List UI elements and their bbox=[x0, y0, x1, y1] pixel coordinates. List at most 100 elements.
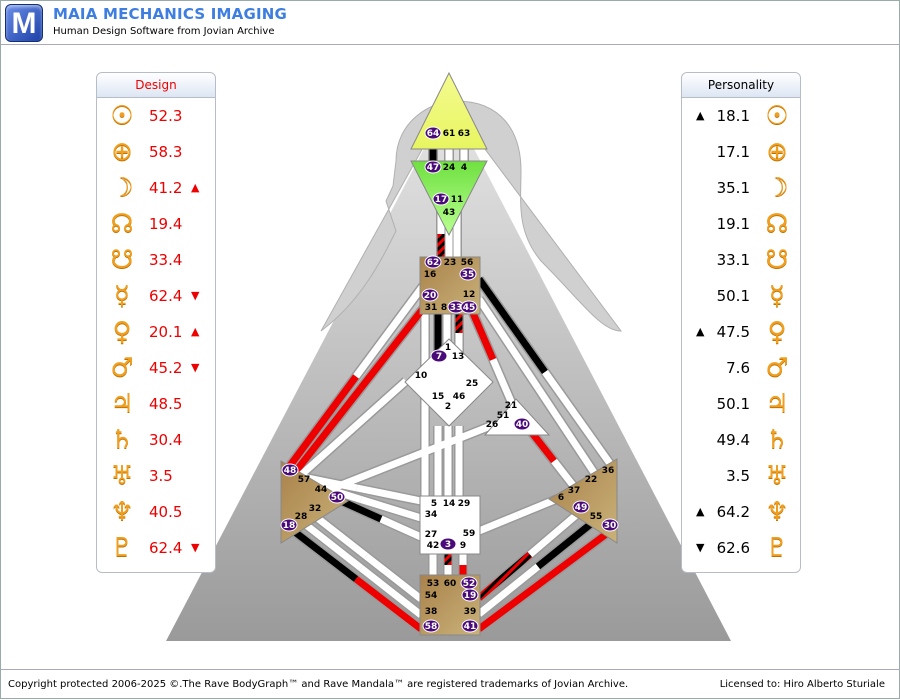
channel-half bbox=[469, 311, 497, 361]
personality-gate-line-value: 47.5 bbox=[716, 323, 750, 341]
gate-31-label: 31 bbox=[425, 303, 438, 313]
gate-45-label: 45 bbox=[463, 303, 476, 313]
gate-25-label: 25 bbox=[466, 379, 479, 389]
license-text: Licensed to: Hiro Alberto Sturiale bbox=[719, 679, 885, 690]
personality-gate-line-value: 7.6 bbox=[726, 359, 750, 377]
gate-10-label: 10 bbox=[415, 371, 428, 381]
spleen-center bbox=[280, 460, 349, 544]
channel-half bbox=[489, 358, 517, 408]
pluto-icon: ♇ bbox=[110, 533, 134, 563]
design-panel-title: Design bbox=[97, 73, 215, 98]
gate-46-label: 46 bbox=[453, 392, 466, 402]
personality-gate-line-value: 62.6 bbox=[716, 539, 750, 557]
gate-38-label: 38 bbox=[425, 607, 438, 617]
gate-activation-marker bbox=[281, 463, 299, 477]
personality-gate-line-value: 33.1 bbox=[716, 251, 750, 269]
gate-48-label: 48 bbox=[284, 466, 297, 476]
gate-20-label: 20 bbox=[424, 291, 437, 301]
personality-gate-line-value: 35.1 bbox=[716, 179, 750, 197]
sun-icon: ☉ bbox=[110, 101, 134, 131]
gate-9-label: 9 bbox=[460, 541, 466, 551]
uranus-icon: ♅ bbox=[110, 461, 134, 491]
gate-12-label: 12 bbox=[463, 290, 476, 300]
channel-half bbox=[288, 526, 359, 582]
gate-activation-marker bbox=[280, 518, 298, 532]
gate-57-label: 57 bbox=[298, 475, 311, 485]
gate-50-label: 50 bbox=[331, 493, 344, 503]
gate-3-label: 3 bbox=[445, 540, 451, 550]
channel-half bbox=[358, 565, 424, 618]
channel-half bbox=[379, 515, 423, 541]
gate-activation-marker bbox=[513, 417, 531, 431]
gate-8-label: 8 bbox=[441, 303, 447, 313]
channel-half bbox=[535, 386, 600, 479]
gate-42-label: 42 bbox=[427, 541, 440, 551]
gate-activation-marker bbox=[422, 619, 440, 633]
gate-54-label: 54 bbox=[425, 591, 438, 601]
gate-41-label: 41 bbox=[464, 622, 477, 632]
gate-1-label: 1 bbox=[445, 343, 451, 353]
gate-activation-marker bbox=[424, 126, 442, 140]
channel-half bbox=[476, 576, 549, 632]
gate-47-label: 47 bbox=[427, 163, 440, 173]
channel-half bbox=[476, 297, 541, 390]
north-node-icon: ☊ bbox=[110, 209, 134, 239]
personality-row-north-node: ☊19.1 bbox=[682, 207, 800, 241]
gate-43-label: 43 bbox=[443, 208, 456, 218]
design-row-uranus: ♅3.5 bbox=[97, 459, 215, 493]
channel-half bbox=[477, 511, 520, 535]
personality-gate-line-value: 3.5 bbox=[726, 467, 750, 485]
channel-half bbox=[363, 553, 424, 602]
gate-activation-marker bbox=[432, 192, 450, 206]
saturn-icon: ♄ bbox=[765, 425, 789, 455]
gate-49-label: 49 bbox=[575, 503, 588, 513]
mars-icon: ♂ bbox=[110, 353, 134, 383]
design-row-moon: ☽41.2▲ bbox=[97, 171, 215, 205]
channel-half bbox=[476, 551, 533, 601]
exalted-arrow-icon: ▲ bbox=[696, 505, 705, 518]
mercury-icon: ☿ bbox=[114, 281, 130, 311]
gate-64-label: 64 bbox=[427, 129, 440, 139]
gate-14-label: 14 bbox=[443, 499, 456, 509]
design-row-earth: ⊕ 58.3 bbox=[97, 135, 215, 169]
channel-half bbox=[298, 518, 364, 571]
mars-icon: ♂ bbox=[765, 353, 789, 383]
channel-half bbox=[339, 497, 383, 523]
exalted-arrow-icon: ▲ bbox=[191, 325, 200, 338]
sun-icon: ☉ bbox=[765, 101, 789, 131]
design-gate-line-value: 40.5 bbox=[149, 503, 183, 521]
gate-62-label: 62 bbox=[427, 258, 440, 268]
channel-half bbox=[356, 484, 422, 505]
gate-4-label: 4 bbox=[461, 163, 467, 173]
personality-gate-line-value: 49.4 bbox=[716, 431, 750, 449]
south-node-icon: ☋ bbox=[765, 245, 789, 275]
uranus-icon: ♅ bbox=[765, 461, 789, 491]
detriment-arrow-icon: ▼ bbox=[191, 361, 200, 374]
gate-44-label: 44 bbox=[315, 485, 328, 495]
gate-activation-marker bbox=[461, 588, 479, 602]
gate-6-label: 6 bbox=[558, 493, 564, 503]
moon-icon: ☽ bbox=[110, 173, 134, 203]
gate-32-label: 32 bbox=[309, 504, 322, 514]
sacral-center bbox=[419, 495, 481, 555]
gate-activation-marker bbox=[601, 518, 619, 532]
personality-row-moon: ☽35.1 bbox=[682, 171, 800, 205]
gate-19-label: 19 bbox=[464, 591, 477, 601]
design-row-sun: ☉52.3 bbox=[97, 99, 215, 133]
channel-half bbox=[290, 385, 364, 478]
design-gate-line-value: 58.3 bbox=[149, 143, 183, 161]
gate-40-label: 40 bbox=[516, 420, 529, 430]
gate-28-label: 28 bbox=[295, 512, 308, 522]
jupiter-icon: ♃ bbox=[765, 389, 789, 419]
gate-60-label: 60 bbox=[444, 579, 457, 589]
gate-30-label: 30 bbox=[604, 521, 617, 531]
design-row-south-node: ☋33.4 bbox=[97, 243, 215, 277]
earth-icon: ⊕ bbox=[111, 137, 133, 167]
gate-activation-marker bbox=[460, 300, 478, 314]
design-row-venus: ♀20.1▲ bbox=[97, 315, 215, 349]
personality-row-mars: ♂ 7.6 bbox=[682, 351, 800, 385]
design-gate-line-value: 33.4 bbox=[149, 251, 183, 269]
channel-half bbox=[527, 508, 584, 558]
personality-row-saturn: ♄ 49.4 bbox=[682, 423, 800, 457]
